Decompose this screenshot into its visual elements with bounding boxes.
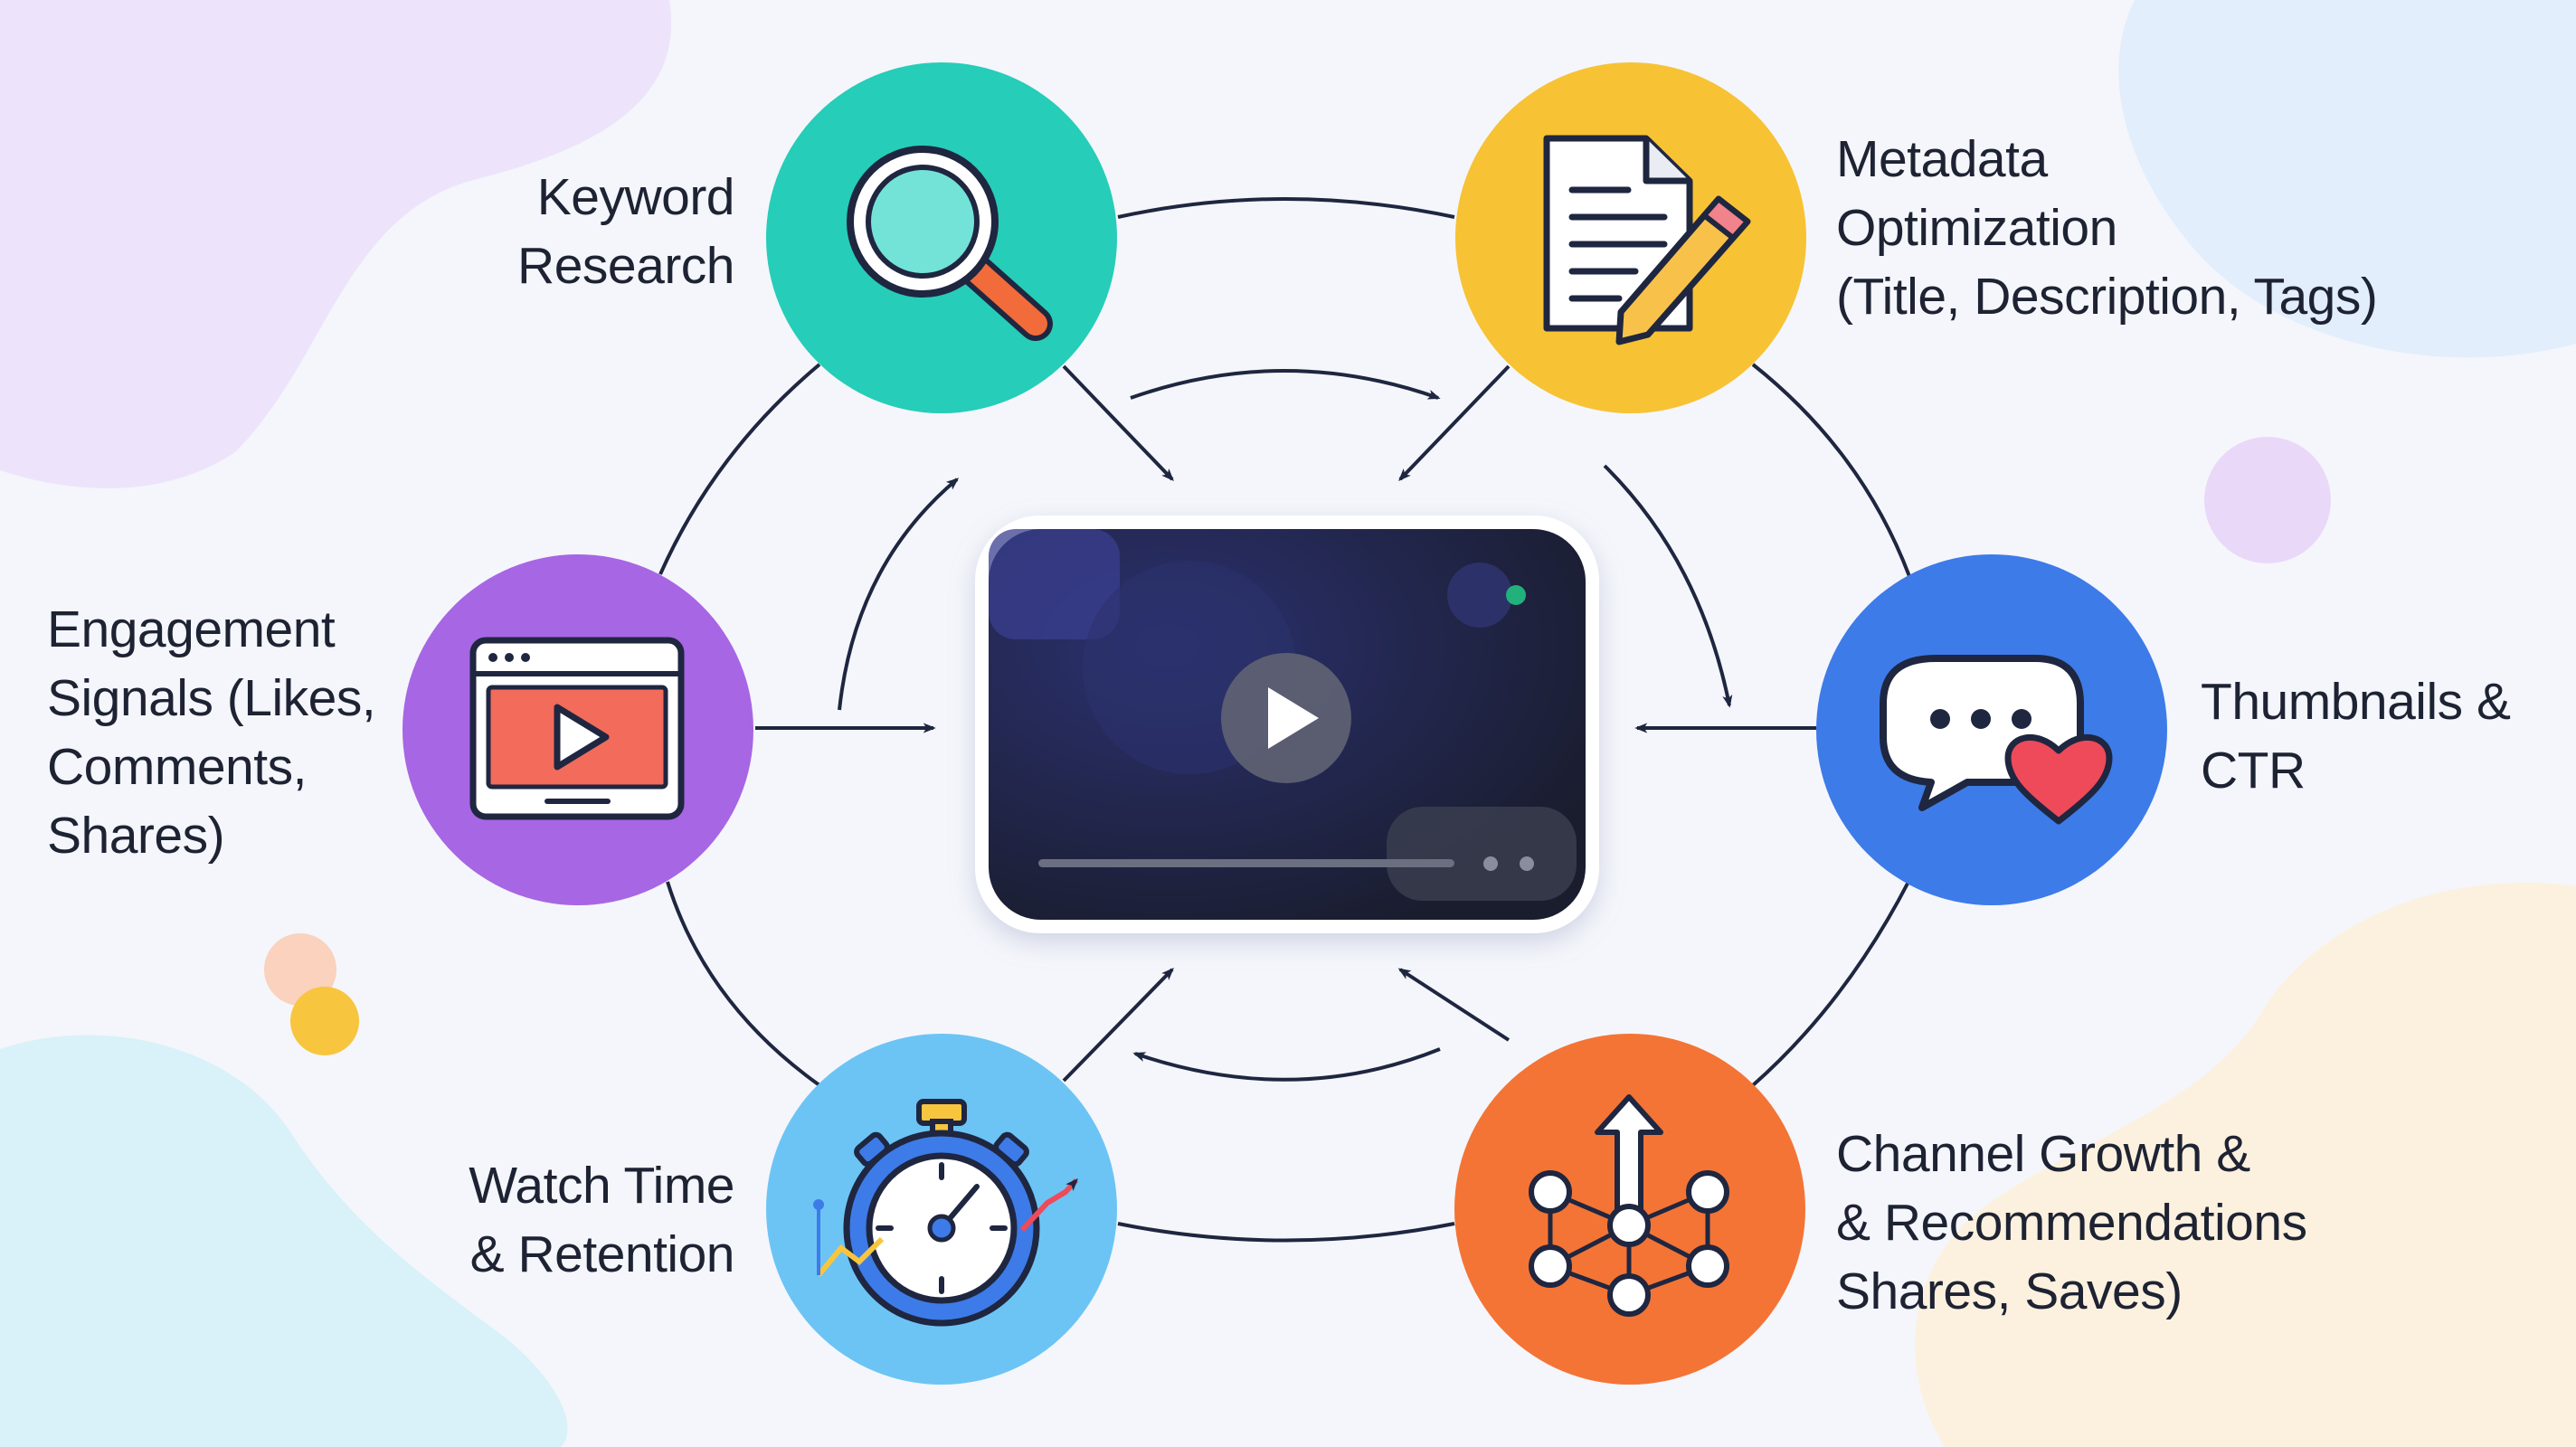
stopwatch-icon [813, 1099, 1079, 1327]
control-dot-2[interactable] [1520, 856, 1534, 871]
arc-thumbnails-to-channel [1751, 881, 1910, 1087]
arrow-left-cycle [838, 478, 960, 711]
label-metadata-optimization: Metadata Optimization (Title, Descriptio… [1836, 125, 2524, 331]
arrow-metadata-to-video [1398, 364, 1511, 482]
arc-channel-to-watch [1117, 1222, 1455, 1243]
node-engagement-signals[interactable] [402, 554, 753, 905]
arrow-channel-to-video [1397, 968, 1511, 1042]
arrow-top-cycle [1130, 369, 1441, 400]
lavender-dot [2204, 437, 2331, 563]
arc-metadata-to-thumbnails [1751, 363, 1912, 580]
node-metadata-optimization[interactable] [1455, 62, 1806, 413]
growth-network-icon [1529, 1094, 1729, 1317]
arrow-watch-to-video [1062, 967, 1174, 1083]
node-channel-growth[interactable] [1454, 1034, 1805, 1385]
label-engagement-line-2: Signals (Likes, [47, 669, 376, 727]
arc-engagement-to-keyword [658, 363, 821, 575]
peach-blob [1915, 883, 2576, 1447]
video-browser-icon [469, 637, 685, 820]
inner-arrows [755, 364, 1816, 1083]
play-icon [1268, 687, 1319, 749]
arc-watch-to-engagement [666, 881, 821, 1087]
label-metadata-line-3: (Title, Description, Tags) [1836, 268, 2378, 326]
label-keyword-line-2: Research [517, 237, 734, 295]
outer-ring-connectors [658, 197, 1912, 1243]
arrow-keyword-to-video [1062, 364, 1174, 482]
label-channel-line-1: Channel Growth & [1836, 1125, 2250, 1183]
yellow-dot [290, 987, 359, 1055]
label-thumbnails-ctr: Thumbnails & CTR [2201, 667, 2562, 805]
magnifier-icon [847, 146, 1053, 341]
chat-heart-icon [1880, 655, 2113, 825]
label-keyword-line-1: Keyword [536, 168, 735, 226]
arc-keyword-to-metadata [1117, 197, 1455, 219]
label-engagement-line-3: Comments, [47, 738, 307, 796]
document-pencil-icon [1543, 135, 1751, 345]
progress-bar[interactable] [1038, 859, 1454, 867]
node-watch-time[interactable] [766, 1034, 1117, 1385]
label-keyword-research: Keyword Research [425, 163, 734, 300]
label-metadata-line-1: Metadata [1836, 130, 2048, 188]
arrow-right-cycle [1603, 464, 1733, 708]
label-watch-line-1: Watch Time [469, 1157, 734, 1215]
label-channel-line-2: & Recommendations [1836, 1194, 2307, 1252]
control-dot-1[interactable] [1483, 856, 1498, 871]
status-dot [1506, 585, 1526, 605]
label-metadata-line-2: Optimization [1836, 199, 2117, 257]
label-engagement-signals: Engagement Signals (Likes, Comments, Sha… [47, 595, 409, 870]
label-watch-line-2: & Retention [469, 1225, 735, 1283]
node-thumbnails-ctr[interactable] [1816, 554, 2167, 905]
video-player[interactable] [975, 515, 1599, 933]
label-thumbnails-line-2: CTR [2201, 742, 2306, 799]
label-engagement-line-4: Shares) [47, 807, 225, 865]
label-channel-growth: Channel Growth & & Recommendations Share… [1836, 1120, 2469, 1326]
blue-blob [2118, 0, 2576, 358]
arrow-bottom-cycle [1132, 1047, 1441, 1082]
purple-blob [0, 0, 672, 488]
label-engagement-line-1: Engagement [47, 601, 336, 658]
node-keyword-research[interactable] [766, 62, 1117, 413]
controls-panel [1387, 807, 1577, 901]
screen-highlight [989, 529, 1120, 639]
label-watch-time: Watch Time & Retention [380, 1151, 734, 1289]
cyan-blob [0, 1035, 568, 1447]
label-thumbnails-line-1: Thumbnails & [2201, 673, 2511, 731]
label-channel-line-3: Shares, Saves) [1836, 1263, 2183, 1320]
screen-orb [1447, 563, 1512, 628]
